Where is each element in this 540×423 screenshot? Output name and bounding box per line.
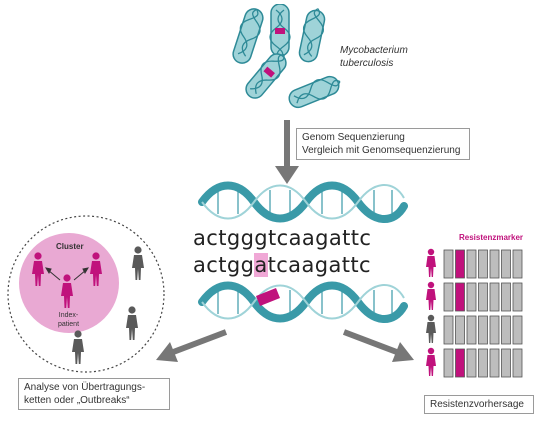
mutation-highlight: a xyxy=(254,253,268,277)
bacterium-rod xyxy=(269,4,291,59)
genome-region-bar xyxy=(466,249,477,279)
genome-region-bar xyxy=(478,315,488,345)
variant-sequence-suffix: tcaagattc xyxy=(267,253,371,277)
arrow-to-resistance xyxy=(342,329,414,362)
organism-label: Mycobacterium tuberculosis xyxy=(340,44,408,70)
arrow-to-transmission xyxy=(156,329,228,362)
patient-figure xyxy=(426,314,436,343)
genome-region-bar xyxy=(478,348,488,378)
transmission-caption-line2: ketten oder „Outbreaks“ xyxy=(24,395,130,406)
cluster-label: Cluster xyxy=(56,242,84,251)
dna-helix-bottom xyxy=(198,281,408,323)
patient-figure xyxy=(426,347,436,376)
process-step-sequencing: Genom Sequenzierung xyxy=(302,132,405,143)
bacterium-rod xyxy=(231,5,267,64)
resistance-caption: Resistenzvorhersage xyxy=(424,395,534,414)
variant-sequence: actggatcaagattc xyxy=(193,253,371,277)
genome-region-bar xyxy=(466,315,477,345)
bacterium-rod xyxy=(288,71,344,110)
genome-region-bar xyxy=(443,315,454,345)
person-figure xyxy=(126,306,138,340)
genome-region-bar xyxy=(478,249,488,279)
organism-genus: Mycobacterium xyxy=(340,45,408,56)
transmission-diagram xyxy=(7,215,165,373)
resistance-marker-bar xyxy=(455,348,465,378)
mutation-marker xyxy=(256,288,280,306)
resistance-caption-text: Resistenzvorhersage xyxy=(430,399,524,410)
genome-region-bar xyxy=(512,249,523,279)
genome-region-bar xyxy=(443,348,454,378)
genome-region-bar xyxy=(443,249,454,279)
genome-region-bar xyxy=(512,282,523,312)
patient-figure xyxy=(426,281,436,310)
genome-region-bar xyxy=(489,348,500,378)
genome-region-bar xyxy=(489,249,500,279)
genome-region-bar xyxy=(489,282,500,312)
genome-region-bar xyxy=(466,348,477,378)
process-box: Genom Sequenzierung Vergleich mit Genoms… xyxy=(296,128,470,160)
bacterium-rod xyxy=(244,47,293,99)
process-step-comparison: Vergleich mit Genomsequenzierung xyxy=(302,145,461,156)
resistance-grid xyxy=(426,248,523,378)
genome-region-bar xyxy=(455,315,465,345)
patient-figure xyxy=(426,248,436,277)
genome-region-bar xyxy=(501,315,511,345)
index-patient-label: Index- patient xyxy=(58,311,79,329)
reference-sequence: actgggtcaagattc xyxy=(193,226,372,250)
index-patient-label-line1: Index- xyxy=(58,312,79,319)
variant-sequence-prefix: actgg xyxy=(193,253,255,277)
resistance-marker-bar xyxy=(455,282,465,312)
person-figure xyxy=(72,330,84,364)
genome-region-bar xyxy=(501,249,511,279)
genome-region-bar xyxy=(512,315,523,345)
genome-region-bar xyxy=(501,348,511,378)
resistance-marker-label: Resistenzmarker xyxy=(459,233,524,242)
transmission-caption-line1: Analyse von Übertragungs- xyxy=(24,382,146,393)
index-patient-label-line2: patient xyxy=(58,321,80,328)
dna-helix-top xyxy=(198,181,408,223)
genome-region-bar xyxy=(501,282,511,312)
bacterium-rod xyxy=(297,5,329,63)
organism-species: tuberculosis xyxy=(340,58,394,69)
down-arrow xyxy=(275,120,299,184)
genome-region-bar xyxy=(478,282,488,312)
person-figure xyxy=(132,246,144,280)
genome-region-bar xyxy=(466,282,477,312)
genome-region-bar xyxy=(512,348,523,378)
genome-region-bar xyxy=(489,315,500,345)
transmission-caption: Analyse von Übertragungs- ketten oder „O… xyxy=(18,378,170,410)
genome-region-bar xyxy=(443,282,454,312)
bacteria-illustration xyxy=(231,4,344,110)
resistance-marker-bar xyxy=(455,249,465,279)
